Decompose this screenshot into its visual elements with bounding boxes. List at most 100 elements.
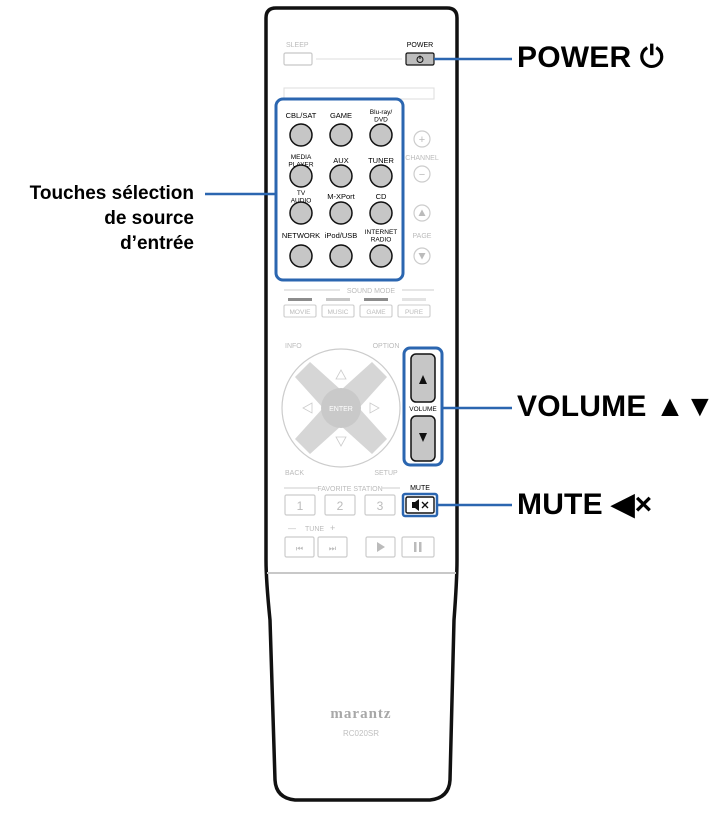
volume-callout-text: VOLUME ▲▼ bbox=[517, 390, 715, 423]
source-button-1[interactable] bbox=[329, 123, 353, 147]
source-button-0[interactable] bbox=[289, 123, 313, 147]
source-label-8-0: CD bbox=[376, 192, 387, 201]
power-callout-text: POWER ⏻ bbox=[517, 41, 664, 74]
source-button-7[interactable] bbox=[329, 201, 353, 225]
source-label-5-0: TUNER bbox=[368, 156, 394, 165]
skip-forward-button[interactable] bbox=[317, 536, 348, 558]
sleep-button[interactable] bbox=[283, 52, 313, 66]
back-label: BACK bbox=[285, 470, 304, 477]
source-button-9[interactable] bbox=[289, 244, 313, 268]
volume-down-icon bbox=[419, 433, 427, 442]
sound-mode-button-1[interactable] bbox=[321, 304, 355, 318]
skip-back-button[interactable] bbox=[284, 536, 315, 558]
left-arrow-icon[interactable] bbox=[302, 402, 313, 414]
source-label-3-0: MEDIA bbox=[291, 154, 312, 161]
mute-callout: MUTE ◀︎× bbox=[517, 487, 652, 522]
source-button-2[interactable] bbox=[369, 123, 393, 147]
enter-button[interactable] bbox=[321, 388, 361, 428]
sound-mode-button-3[interactable] bbox=[397, 304, 431, 318]
tune-plus: + bbox=[330, 523, 335, 533]
source-label-11-1: RADIO bbox=[371, 237, 392, 244]
sound-mode-label: SOUND MODE bbox=[347, 288, 396, 295]
volume-callout: VOLUME ▲▼ bbox=[517, 390, 715, 424]
sound-mode-label-3: PURE bbox=[405, 309, 424, 316]
page-label: PAGE bbox=[413, 233, 432, 240]
source-label-9-0: NETWORK bbox=[282, 231, 320, 240]
sources-callout: Touches sélection de source d’entrée bbox=[30, 181, 194, 256]
option-label: OPTION bbox=[373, 343, 400, 350]
mute-x-icon-b bbox=[421, 501, 429, 509]
favorite-button-1[interactable] bbox=[324, 494, 356, 516]
source-label-2-0: Blu-ray/ bbox=[370, 109, 393, 116]
favorite-button-2[interactable] bbox=[364, 494, 396, 516]
page-down-icon bbox=[418, 253, 426, 260]
right-arrow-icon[interactable] bbox=[369, 402, 380, 414]
sound-mode-button-0[interactable] bbox=[283, 304, 317, 318]
sources-callout-line2: de source bbox=[104, 208, 194, 229]
brand-logo: marantz bbox=[330, 706, 391, 722]
model-label: RC020SR bbox=[343, 729, 379, 738]
source-button-11[interactable] bbox=[369, 244, 393, 268]
favorite-label-0: 1 bbox=[297, 499, 304, 513]
source-label-1-0: GAME bbox=[330, 111, 352, 120]
page-up-icon bbox=[418, 209, 426, 216]
channel-up-button[interactable] bbox=[413, 130, 431, 148]
source-label-6-1: AUDIO bbox=[291, 198, 312, 205]
source-label-7-0: M-XPort bbox=[327, 192, 355, 201]
pause-icon-b bbox=[419, 542, 422, 552]
sound-mode-label-2: GAME bbox=[366, 309, 386, 316]
tune-label: TUNE bbox=[305, 526, 324, 533]
up-arrow-icon[interactable] bbox=[335, 369, 347, 380]
sound-mode-led-1 bbox=[326, 298, 350, 301]
sound-mode-led-3 bbox=[402, 298, 426, 301]
sources-callout-line3: d’entrée bbox=[120, 233, 194, 254]
source-label-4-0: AUX bbox=[333, 156, 348, 165]
channel-label: CHANNEL bbox=[405, 155, 439, 162]
skip-forward-icon: ⏭ bbox=[329, 544, 336, 553]
favorite-button-0[interactable] bbox=[284, 494, 316, 516]
info-label: INFO bbox=[285, 343, 302, 350]
enter-label: ENTER bbox=[329, 406, 353, 413]
source-label-2-1: DVD bbox=[374, 117, 388, 124]
play-icon bbox=[377, 542, 385, 552]
source-label-10-0: iPod/USB bbox=[325, 231, 358, 240]
sound-mode-button-2[interactable] bbox=[359, 304, 393, 318]
favorite-label-1: 2 bbox=[337, 499, 344, 513]
mute-button[interactable] bbox=[405, 496, 435, 514]
down-arrow-icon[interactable] bbox=[335, 436, 347, 447]
sound-mode-label-1: MUSIC bbox=[328, 309, 349, 316]
sound-mode-label-0: MOVIE bbox=[290, 309, 312, 316]
sound-mode-led-2 bbox=[364, 298, 388, 301]
mute-callout-text: MUTE ◀︎× bbox=[517, 488, 653, 521]
skip-back-icon: ⏮ bbox=[296, 544, 303, 553]
power-callout: POWER ⏻ bbox=[517, 41, 664, 75]
source-group-highlight bbox=[274, 97, 405, 282]
volume-highlight bbox=[402, 346, 444, 467]
source-button-10[interactable] bbox=[329, 244, 353, 268]
sound-mode-buttons: MOVIE MUSIC GAME PURE bbox=[283, 298, 431, 318]
source-button-5[interactable] bbox=[369, 164, 393, 188]
source-button-8[interactable] bbox=[369, 201, 393, 225]
source-label-6-0: TV bbox=[297, 190, 306, 197]
source-button-6[interactable] bbox=[289, 201, 313, 225]
sound-mode-led-0 bbox=[288, 298, 312, 301]
source-label-0-0: CBL/SAT bbox=[286, 111, 317, 120]
source-button-4[interactable] bbox=[329, 164, 353, 188]
volume-label: VOLUME bbox=[409, 406, 437, 413]
favorite-label: FAVORITE STATION bbox=[317, 486, 382, 493]
display-bar bbox=[283, 87, 435, 100]
pause-button[interactable] bbox=[401, 536, 435, 558]
channel-down-button[interactable] bbox=[413, 165, 431, 183]
power-label: POWER bbox=[407, 42, 433, 49]
pause-icon-a bbox=[414, 542, 417, 552]
source-button-3[interactable] bbox=[289, 164, 313, 188]
mute-speaker-icon bbox=[412, 499, 419, 511]
setup-label: SETUP bbox=[374, 470, 398, 477]
tune-minus: — bbox=[288, 524, 296, 533]
volume-up-icon bbox=[419, 375, 427, 384]
channel-up-icon: + bbox=[419, 134, 425, 146]
sources-callout-line1: Touches sélection bbox=[29, 183, 194, 204]
